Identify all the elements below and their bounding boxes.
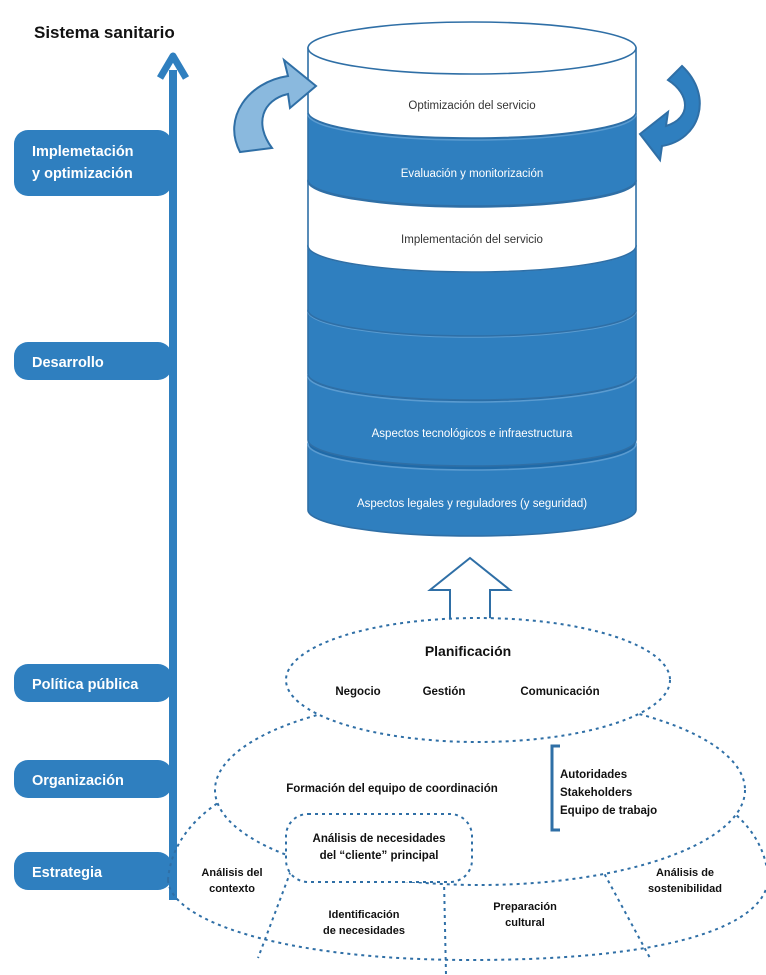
stage-label-line: Implemetación bbox=[32, 144, 134, 160]
planning-ellipse bbox=[285, 617, 671, 743]
planning-item-comunicacion: Comunicación bbox=[520, 686, 599, 698]
stage-pill-3: Organización bbox=[14, 760, 172, 798]
vertical-axis-arrow bbox=[156, 52, 190, 900]
identification-line-2: de necesidades bbox=[323, 925, 405, 937]
stage-label-line: Desarrollo bbox=[32, 355, 104, 371]
cycle-arrows bbox=[233, 57, 701, 163]
stage-pill-background bbox=[14, 760, 172, 798]
planning-item-gestion: Gestión bbox=[423, 686, 466, 698]
client-needs-line-1: Análisis de necesidades bbox=[313, 833, 446, 845]
stage-label-line: Estrategia bbox=[32, 865, 103, 881]
coordination-member-team: Equipo de trabajo bbox=[560, 805, 657, 817]
stage-pill-background bbox=[14, 130, 172, 196]
members-bracket bbox=[550, 744, 560, 832]
stage-label-line: Política pública bbox=[32, 677, 139, 693]
stage-pill-0: Implemetación y optimización bbox=[14, 130, 172, 196]
context-line-2: contexto bbox=[209, 883, 255, 895]
layer-stack: Aspectos legales y reguladores (y seguri… bbox=[307, 21, 637, 537]
stage-label-line: y optimización bbox=[32, 166, 133, 182]
layer-label: Implementación del servicio bbox=[401, 234, 543, 246]
layer-top bbox=[307, 21, 637, 75]
stage-pill-background bbox=[14, 852, 172, 890]
stack-layer-0: Optimización del servicio bbox=[307, 21, 637, 139]
layer-label: Aspectos legales y reguladores (y seguri… bbox=[357, 498, 587, 510]
context-line-1: Análisis del bbox=[201, 867, 262, 879]
identification-line-1: Identificación bbox=[329, 909, 400, 921]
coordination-label: Formación del equipo de coordinación bbox=[286, 783, 498, 795]
stage-labels: Implemetación y optimizaciónDesarrolloPol… bbox=[14, 130, 172, 890]
stage-pill-background bbox=[14, 664, 172, 702]
segment-line-1 bbox=[257, 851, 299, 959]
coordination-member-stakeholders: Stakeholders bbox=[560, 787, 632, 799]
coordination-member-authorities: Autoridades bbox=[560, 769, 627, 781]
base-foundation bbox=[166, 617, 766, 975]
stage-pill-background bbox=[14, 342, 172, 380]
culture-line-2: cultural bbox=[505, 917, 545, 929]
stage-pill-4: Estrategia bbox=[14, 852, 172, 890]
stage-pill-2: Política pública bbox=[14, 664, 172, 702]
layer-label: Optimización del servicio bbox=[408, 100, 535, 112]
client-needs-line-2: del “cliente” principal bbox=[320, 850, 439, 862]
stage-pill-1: Desarrollo bbox=[14, 342, 172, 380]
stage-label-line: Organización bbox=[32, 773, 124, 789]
sustainability-line-1: Análisis de bbox=[656, 867, 714, 879]
layer-label: Evaluación y monitorización bbox=[401, 168, 544, 180]
curved-arrow-left-icon bbox=[233, 57, 318, 154]
axis-title: Sistema sanitario bbox=[34, 23, 175, 42]
planning-item-negocio: Negocio bbox=[335, 686, 380, 698]
segment-line-2 bbox=[443, 879, 447, 975]
culture-line-1: Preparación bbox=[493, 901, 557, 913]
curved-arrow-right-icon bbox=[638, 64, 701, 163]
planning-title: Planificación bbox=[425, 643, 511, 659]
sustainability-line-2: sostenibilidad bbox=[648, 883, 722, 895]
segment-line-3 bbox=[597, 861, 651, 959]
layer-label: Aspectos tecnológicos e infraestructura bbox=[372, 428, 573, 440]
client-needs-box bbox=[285, 813, 473, 883]
